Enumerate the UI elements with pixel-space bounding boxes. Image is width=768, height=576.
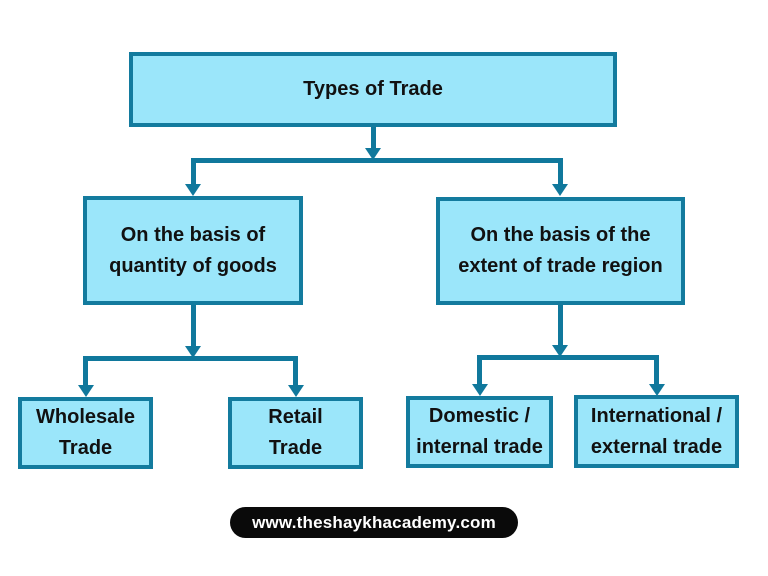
node-retail-trade: Retail Trade — [228, 397, 363, 469]
arrowhead-international — [649, 384, 665, 396]
arrowhead-region-down — [552, 345, 568, 357]
node-basis-quantity-label: On the basis of quantity of goods — [109, 223, 277, 277]
connector-region-stem — [558, 305, 563, 345]
arrowhead-root-down — [365, 148, 381, 160]
node-wholesale-trade-label: Wholesale Trade — [36, 406, 135, 459]
node-basis-region-label: On the basis of the extent of trade regi… — [458, 224, 663, 277]
connector-quantity-stem — [191, 305, 196, 346]
connector-international-drop — [654, 355, 659, 384]
arrowhead-domestic — [472, 384, 488, 396]
node-types-of-trade: Types of Trade — [129, 52, 617, 127]
connector-root-crossbar — [191, 158, 563, 163]
node-basis-region: On the basis of the extent of trade regi… — [436, 197, 685, 305]
node-wholesale-trade: Wholesale Trade — [18, 397, 153, 469]
connector-quantity-crossbar — [83, 356, 298, 361]
arrowhead-retail — [288, 385, 304, 397]
connector-region-crossbar — [477, 355, 659, 360]
node-basis-quantity: On the basis of quantity of goods — [83, 196, 303, 305]
footer-website-pill: www.theshaykhacademy.com — [230, 507, 518, 538]
arrowhead-quantity-down — [185, 346, 201, 358]
node-domestic-trade: Domestic / internal trade — [406, 396, 553, 468]
connector-root-stem — [371, 127, 376, 149]
arrowhead-branch-left — [185, 184, 201, 196]
node-retail-trade-label: Retail Trade — [268, 406, 323, 459]
node-international-trade-label: International / external trade — [590, 404, 723, 458]
website-label: www.theshaykhacademy.com — [252, 512, 496, 532]
node-domestic-trade-label: Domestic / internal trade — [416, 405, 543, 458]
arrowhead-branch-right — [552, 184, 568, 196]
arrowhead-wholesale — [78, 385, 94, 397]
connector-domestic-drop — [477, 355, 482, 384]
connector-retail-drop — [293, 356, 298, 385]
node-types-of-trade-label: Types of Trade — [303, 78, 443, 100]
connector-branch-left-drop — [191, 158, 196, 185]
connector-wholesale-drop — [83, 356, 88, 385]
connector-branch-right-drop — [558, 158, 563, 185]
node-international-trade: International / external trade — [574, 395, 739, 468]
